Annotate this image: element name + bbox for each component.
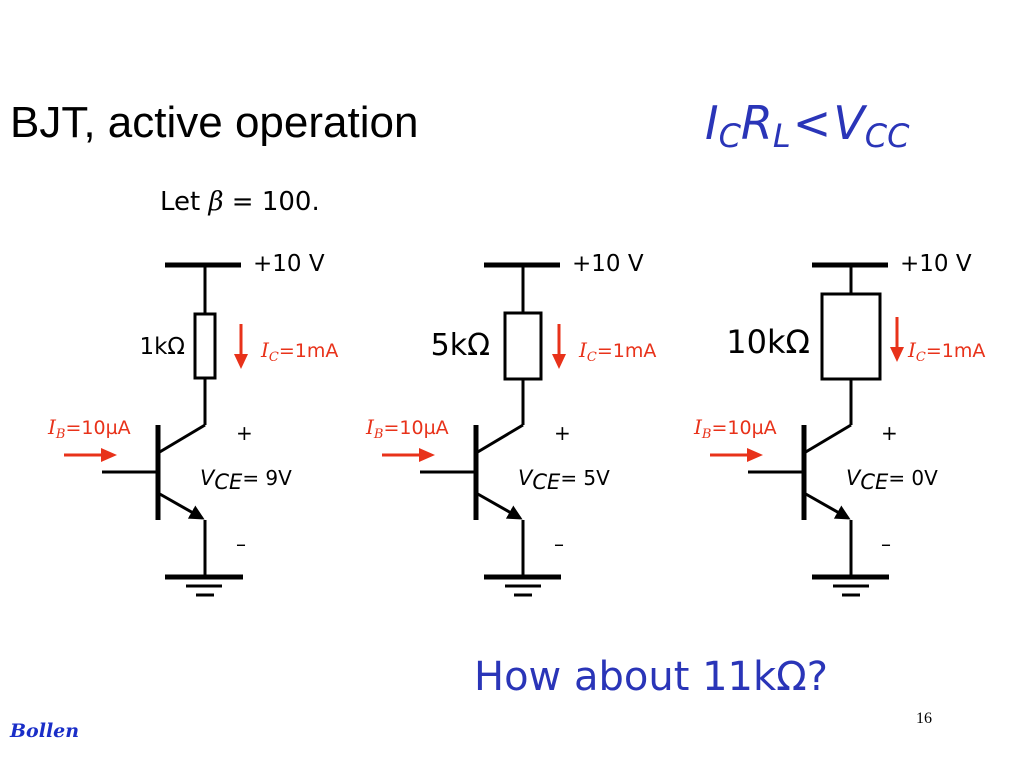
vce-label: VCE= 0V	[846, 466, 938, 494]
formula-lt: <	[792, 96, 832, 150]
ground-symbol	[484, 574, 561, 597]
supply-label: +10 V	[253, 251, 325, 277]
load-resistor	[820, 292, 882, 381]
author-signature: Bollen	[10, 720, 80, 742]
ic-arrow	[552, 324, 566, 369]
vce-minus: –	[881, 532, 891, 556]
collector-lead	[475, 423, 524, 455]
resistor-label: 5kΩ	[431, 328, 490, 363]
ib-label: IB=10µA	[47, 415, 131, 442]
formula-i-sub: C	[718, 117, 741, 155]
vce-plus: +	[236, 421, 253, 445]
supply-label: +10 V	[900, 251, 972, 277]
let-suffix: = 100.	[223, 187, 320, 217]
formula-i: I	[705, 96, 719, 150]
vce-label: VCE= 5V	[518, 466, 610, 494]
load-resistor	[193, 312, 217, 380]
formula-v-sub: CC	[864, 117, 910, 155]
slide-title: BJT, active operation	[10, 98, 419, 147]
vce-minus: –	[554, 532, 564, 556]
ground-symbol	[812, 574, 889, 597]
let-prefix: Let	[160, 187, 209, 217]
formula-r: R	[740, 96, 773, 150]
formula-v: V	[833, 96, 865, 150]
supply-label: +10 V	[572, 251, 644, 277]
resistor-label: 10kΩ	[726, 323, 810, 361]
page-number: 16	[916, 710, 932, 727]
ib-label: IB=10µA	[365, 415, 449, 442]
load-resistor	[503, 311, 543, 381]
resistor-label: 1kΩ	[139, 334, 185, 360]
beta-statement: Let β = 100.	[160, 187, 320, 217]
emitter-arrow	[475, 491, 523, 520]
ic-arrow	[890, 317, 904, 362]
emitter-arrow	[157, 491, 205, 520]
ib-label: IB=10µA	[693, 415, 777, 442]
ib-arrow	[64, 448, 117, 462]
vce-plus: +	[881, 421, 898, 445]
formula-ic-rl-lt-vcc: ICRL<VCC	[705, 96, 909, 155]
ib-arrow	[382, 448, 435, 462]
collector-lead	[157, 423, 206, 455]
emitter-arrow	[803, 491, 851, 520]
circuit-3: +10 V 10kΩ IC=1mA IB=10µA + VCE= 0V –	[693, 251, 985, 597]
ic-arrow	[234, 324, 248, 369]
beta-symbol: β	[208, 187, 224, 217]
vce-plus: +	[554, 421, 571, 445]
ib-arrow	[710, 448, 763, 462]
ic-label: IC=1mA	[260, 338, 338, 365]
ic-label: IC=1mA	[907, 338, 985, 365]
question-text: How about 11kΩ?	[474, 654, 828, 700]
circuit-2: +10 V 5kΩ IC=1mA IB=10µA + VCE= 5V –	[365, 251, 656, 597]
formula-r-sub: L	[772, 117, 791, 155]
collector-lead	[803, 423, 852, 455]
circuit-1: +10 V 1kΩ IC=1mA IB=10µA + VCE= 9V –	[47, 251, 338, 597]
ic-label: IC=1mA	[578, 338, 656, 365]
ground-symbol	[165, 574, 243, 597]
vce-minus: –	[236, 532, 246, 556]
vce-label: VCE= 9V	[200, 466, 292, 494]
